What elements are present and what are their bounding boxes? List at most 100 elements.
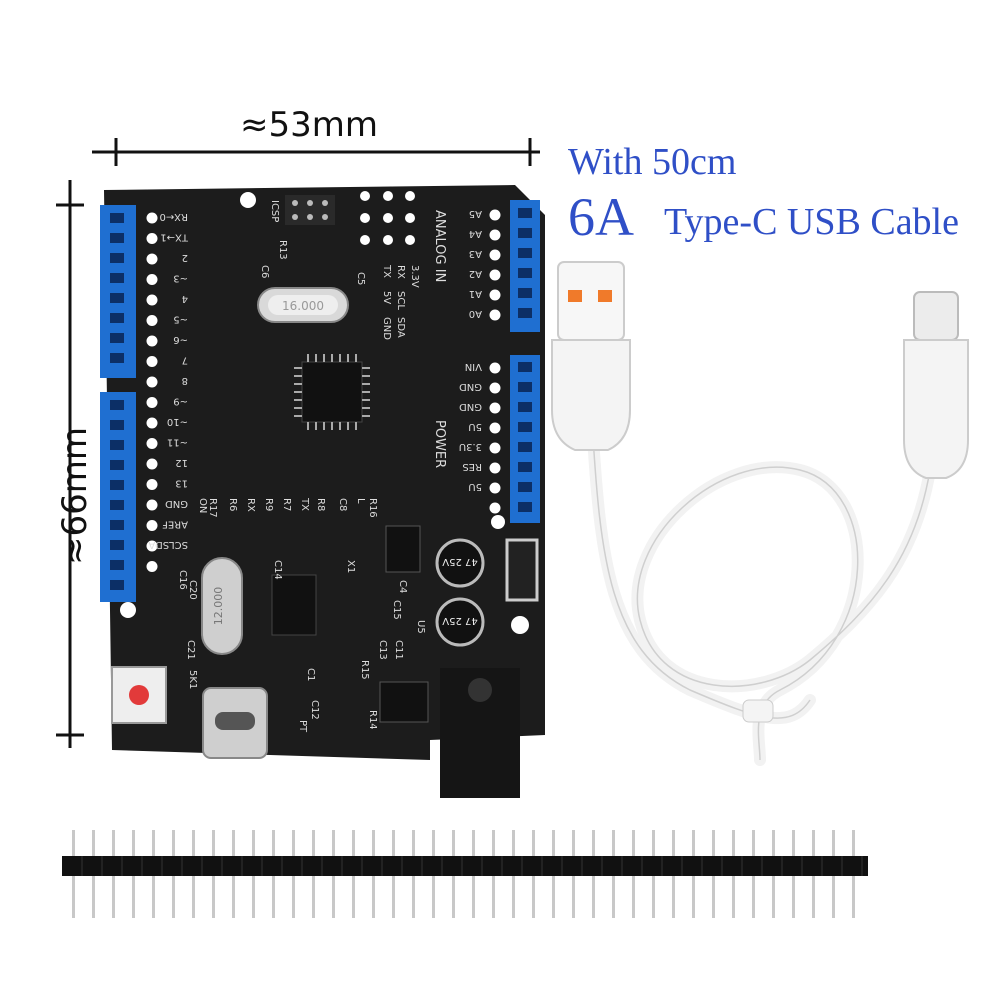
header-pin — [352, 830, 355, 856]
component-label: R7 — [281, 498, 292, 511]
usb-cable — [551, 261, 969, 766]
header-pin — [72, 876, 75, 918]
header-pin — [672, 830, 675, 856]
digital-pin-label: 2 — [182, 252, 188, 263]
component-label: C14 — [272, 560, 283, 580]
header-socket — [110, 293, 124, 303]
pad — [146, 417, 158, 429]
header-socket — [518, 442, 532, 452]
header-pin — [232, 876, 235, 918]
header-pin — [552, 876, 555, 918]
header-pin — [572, 830, 575, 856]
reset-button-cap — [129, 685, 149, 705]
header-pin — [772, 876, 775, 918]
component-label: C8 — [337, 498, 348, 511]
header-socket — [518, 362, 532, 372]
header-pin — [192, 876, 195, 918]
pad — [489, 209, 501, 221]
header-pin — [572, 876, 575, 918]
header-socket — [110, 460, 124, 470]
header-socket — [110, 353, 124, 363]
header-label: TX — [381, 264, 392, 278]
capacitor-2: 47 25V — [435, 597, 485, 647]
pad — [489, 442, 501, 454]
header-pin — [712, 830, 715, 856]
analog-pin-label: A1 — [469, 288, 482, 299]
header-pin — [92, 876, 95, 918]
cable-tie — [742, 699, 774, 723]
pad — [489, 249, 501, 261]
pad — [489, 309, 501, 321]
usb-a-plug — [557, 261, 625, 341]
pin-header-strip — [62, 830, 868, 918]
pad — [146, 294, 158, 306]
header-label: GND — [381, 317, 392, 340]
header-pin — [132, 876, 135, 918]
power-header — [510, 355, 540, 523]
header-pin — [532, 876, 535, 918]
voltage-regulator — [379, 681, 429, 723]
header-pin — [692, 830, 695, 856]
header-pin — [372, 876, 375, 918]
component-label: R16 — [367, 498, 378, 518]
extra-pads — [360, 191, 415, 245]
header-pin — [432, 876, 435, 918]
header-pin — [472, 830, 475, 856]
header-socket — [518, 308, 532, 318]
header-pin — [692, 876, 695, 918]
header-pin — [732, 830, 735, 856]
pad — [489, 289, 501, 301]
pad — [489, 462, 501, 474]
digital-pin-label: 12 — [175, 457, 188, 468]
header-pin — [252, 876, 255, 918]
header-socket — [110, 540, 124, 550]
header-label: 3.3V — [409, 265, 420, 288]
header-pin — [852, 830, 855, 856]
power-pin-label: GND — [459, 401, 482, 412]
header-pin — [792, 876, 795, 918]
header-label: 5V — [381, 291, 392, 304]
header-pin — [852, 876, 855, 918]
component-label: R17 — [207, 498, 218, 518]
component-label: R13 — [277, 240, 288, 260]
header-socket — [110, 480, 124, 490]
digital-pin-label: TX→1 — [160, 232, 189, 243]
pad — [146, 212, 158, 224]
power-pin-label: 5U — [468, 421, 482, 432]
component-label: L — [355, 498, 366, 504]
analog-pin-label: A5 — [469, 208, 482, 219]
pad — [146, 499, 158, 511]
header-pin — [452, 830, 455, 856]
usb-orange-contact — [568, 290, 582, 302]
component-label: PT — [297, 720, 308, 733]
pad — [146, 397, 158, 408]
pad — [489, 362, 501, 374]
header-pin — [632, 876, 635, 918]
component-label: C16 — [177, 570, 188, 590]
pad — [146, 520, 158, 531]
header-socket — [518, 402, 532, 412]
component-label: C1 — [305, 668, 316, 681]
pad — [146, 233, 158, 244]
header-pin — [232, 830, 235, 856]
header-socket — [110, 400, 124, 410]
header-pin — [112, 876, 115, 918]
pad — [146, 458, 158, 470]
switch — [505, 538, 539, 602]
header-pin — [632, 830, 635, 856]
digital-header-upper — [100, 205, 136, 378]
header-socket — [518, 268, 532, 278]
pad — [489, 502, 501, 514]
pad — [146, 356, 158, 367]
header-pin — [332, 876, 335, 918]
component-label: C13 — [377, 640, 388, 660]
digital-pin-label: ~11 — [167, 437, 188, 448]
analog-in-label: ANALOG IN — [432, 210, 447, 282]
header-pin — [812, 830, 815, 856]
header-socket — [518, 248, 532, 258]
header-pin — [392, 876, 395, 918]
header-pin — [532, 830, 535, 856]
header-pin — [272, 876, 275, 918]
header-pin — [832, 876, 835, 918]
capacitor-1: 47 25V — [435, 538, 485, 588]
